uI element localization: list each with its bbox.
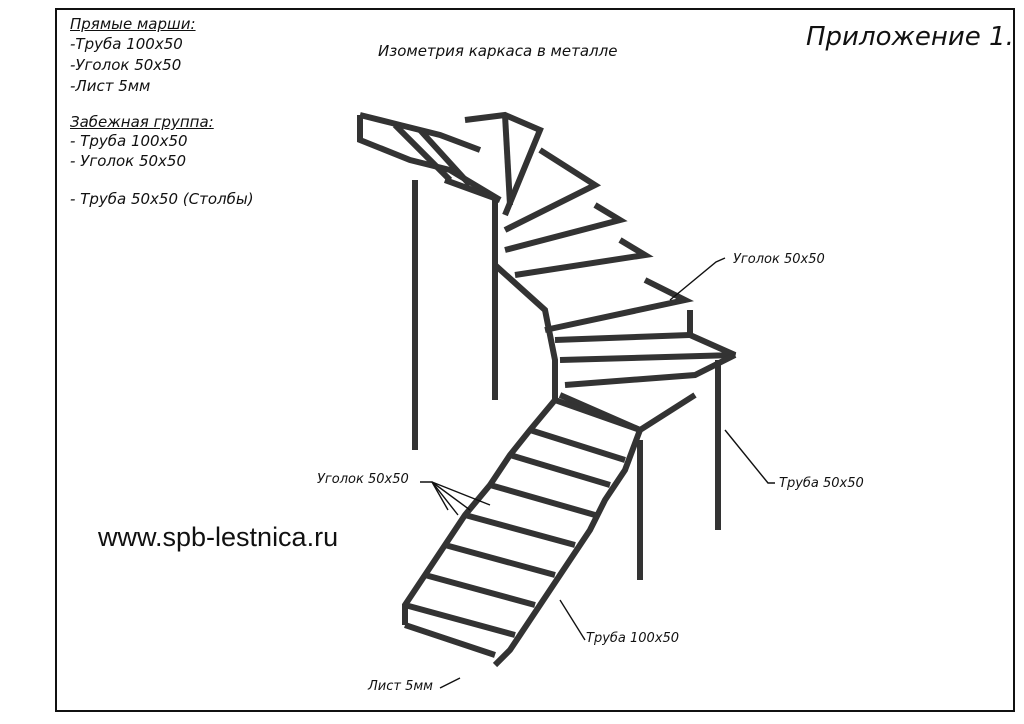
- drawing-title: Изометрия каркаса в металле: [378, 42, 618, 60]
- flight-step: [554, 397, 641, 433]
- leader-line: [431, 481, 471, 511]
- callout-pipe-100: Труба 100х50: [586, 631, 680, 646]
- flight-step: [444, 542, 556, 578]
- legend-item: - Труба 100х50: [70, 132, 188, 150]
- winder-step: [514, 237, 654, 278]
- winder-step: [503, 147, 602, 233]
- legend-item: - Уголок 50х50: [70, 152, 187, 170]
- legend-item: -Уголок 50х50: [70, 56, 182, 74]
- website-link[interactable]: www.spb-lestnica.ru: [98, 522, 339, 552]
- drawing-frame: [55, 8, 1015, 712]
- flight-step: [464, 512, 576, 548]
- flight-step: [529, 427, 626, 463]
- winder-step: [502, 114, 513, 206]
- callout-angle-upper: Уголок 50х50: [733, 252, 825, 267]
- leader-line: [669, 257, 726, 301]
- flight-step: [404, 602, 516, 638]
- landing-member: [392, 122, 453, 183]
- staircase-frame: [357, 111, 737, 668]
- legend-item: -Лист 5мм: [70, 77, 151, 95]
- winder-step: [544, 277, 694, 333]
- winder-stringer: [492, 210, 558, 400]
- leader-line: [559, 599, 586, 641]
- legend-header-winder: Забежная группа:: [70, 113, 214, 131]
- landing-member: [417, 127, 473, 188]
- flight-step: [489, 482, 596, 518]
- winder-step: [504, 202, 628, 253]
- leader-line: [724, 429, 775, 484]
- landing-member: [443, 177, 502, 203]
- callout-angle-lower: Уголок 50х50: [317, 472, 409, 487]
- leader-lines: [420, 257, 775, 689]
- winder-step: [564, 352, 737, 388]
- leader-line: [439, 677, 461, 689]
- winder-step: [464, 111, 544, 217]
- callout-sheet-5mm: Лист 5мм: [368, 679, 433, 694]
- legend-item: -Труба 100х50: [70, 35, 183, 53]
- flight-step: [404, 622, 496, 658]
- appendix-label: Приложение 1.: [806, 22, 1014, 52]
- callout-pipe-50: Труба 50х50: [779, 476, 864, 491]
- leader-line: [431, 481, 491, 506]
- legend-item-posts: - Труба 50х50 (Столбы): [70, 190, 254, 208]
- legend-header-straight: Прямые марши:: [70, 15, 196, 33]
- flight-step: [424, 572, 536, 608]
- flight-stringer-right: [492, 428, 643, 668]
- flight-step: [509, 452, 611, 488]
- leader-line: [431, 481, 449, 511]
